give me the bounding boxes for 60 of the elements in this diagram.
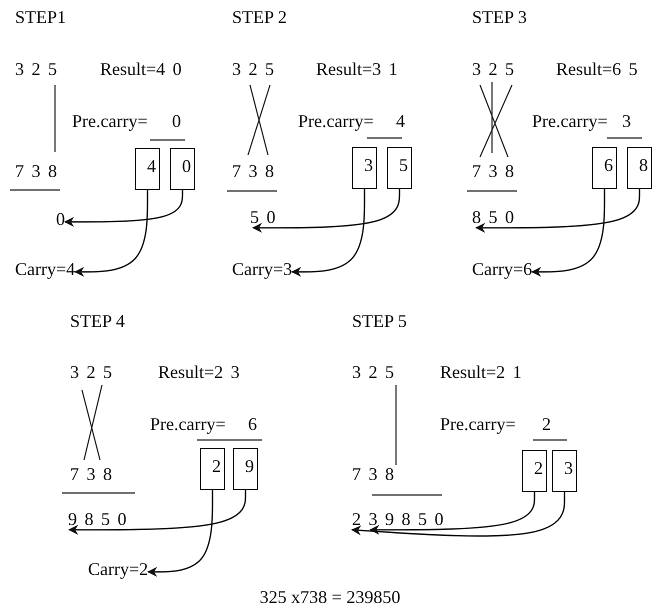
result-text: Result=4 0 xyxy=(100,60,182,80)
digit-box: 8 xyxy=(627,147,652,189)
multiplicand: 3 2 5 xyxy=(232,60,274,80)
arrow xyxy=(475,189,640,233)
digit-box: 6 xyxy=(592,147,617,189)
digit-box: 3 xyxy=(352,147,377,189)
carry-text: Carry=4 xyxy=(15,260,76,280)
multiplier: 7 3 8 xyxy=(15,162,57,182)
step-heading: STEP 4 xyxy=(70,312,125,332)
digit-box: 2 xyxy=(200,448,225,490)
pre-carry-value: 3 xyxy=(622,112,631,132)
arrow xyxy=(531,189,606,277)
multiplicand: 3 2 5 xyxy=(70,363,112,383)
digit-box: 9 xyxy=(233,448,258,490)
carry-text: Carry=3 xyxy=(232,260,292,280)
digit-box: 5 xyxy=(387,147,412,189)
arrow xyxy=(369,492,536,535)
digit-box: 4 xyxy=(135,148,160,190)
partial-result: 2 3 9 8 5 0 xyxy=(352,510,444,530)
multiplier: 7 3 8 xyxy=(232,162,274,182)
result-text: Result=6 5 xyxy=(556,60,638,80)
pre-carry-value: 2 xyxy=(542,415,551,435)
digit-box: 3 xyxy=(552,450,577,492)
digit-box: 0 xyxy=(170,148,195,190)
step-heading: STEP 5 xyxy=(352,312,407,332)
pre-carry-value: 0 xyxy=(172,112,181,132)
arrow xyxy=(351,492,566,537)
partial-result: 5 0 xyxy=(250,208,276,228)
pre-carry-label: Pre.carry= xyxy=(532,112,608,132)
carry-text: Carry=6 xyxy=(472,260,532,280)
arrow xyxy=(64,190,184,227)
multiplier: 7 3 8 xyxy=(70,465,112,485)
pre-carry-label: Pre.carry= xyxy=(298,112,374,132)
multiplicand: 3 2 5 xyxy=(15,60,57,80)
partial-result: 8 5 0 xyxy=(472,208,514,228)
step-heading: STEP1 xyxy=(15,8,66,28)
step-heading: STEP 3 xyxy=(472,8,527,28)
multiplicand: 3 2 5 xyxy=(472,60,514,80)
partial-result: 9 8 5 0 xyxy=(68,510,126,530)
pre-carry-label: Pre.carry= xyxy=(72,112,148,132)
arrow xyxy=(74,190,148,277)
arrow xyxy=(291,189,366,277)
pre-carry-label: Pre.carry= xyxy=(440,415,516,435)
pre-carry-value: 6 xyxy=(248,415,257,435)
equation-caption: 325 x738 = 239850 xyxy=(258,588,402,608)
multiplicand: 3 2 5 xyxy=(352,363,394,383)
digit-box: 2 xyxy=(522,450,547,492)
multiplier: 7 3 8 xyxy=(472,162,514,182)
result-text: Result=2 1 xyxy=(440,363,522,383)
arrow xyxy=(68,490,246,535)
partial-result: 0 xyxy=(56,210,65,230)
arrow xyxy=(252,189,400,233)
pre-carry-label: Pre.carry= xyxy=(150,415,226,435)
arrow xyxy=(147,490,214,577)
carry-text: Carry=2 xyxy=(88,560,148,580)
multiplier: 7 3 8 xyxy=(352,465,394,485)
result-text: Result=2 3 xyxy=(158,363,240,383)
step-heading: STEP 2 xyxy=(232,8,287,28)
result-text: Result=3 1 xyxy=(316,60,398,80)
pre-carry-value: 4 xyxy=(396,112,405,132)
